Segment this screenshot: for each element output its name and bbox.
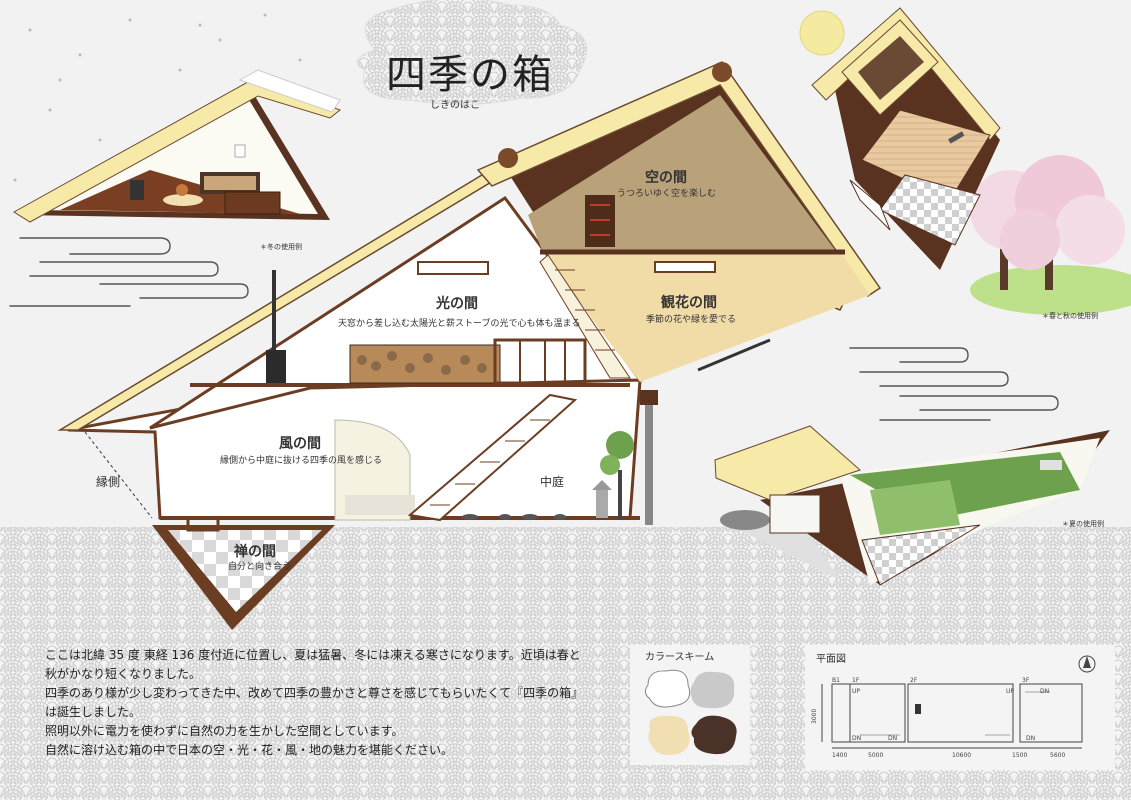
description-line: 照明以外に電力を使わずに自然の力を生かした空間としています。 — [45, 724, 404, 738]
plan-mark-5: DN — [1040, 688, 1049, 695]
spring-autumn-scene — [811, 7, 1131, 315]
plan-dim-5600: 5600 — [1050, 752, 1065, 759]
plan-level-3f: 3F — [1022, 677, 1030, 684]
plan-dim-side: 3000 — [811, 709, 818, 724]
light-room-name: 光の間 — [435, 295, 478, 312]
zen-room-desc: 自分と向き合う — [228, 560, 291, 572]
plan-level-2f: 2F — [910, 677, 918, 684]
description-line: 四季のあり様が少し変わってきた中、改めて四季の豊かさと尊さを感じてもらいたくて『… — [45, 686, 584, 700]
plan-level-b1: B1 — [832, 677, 840, 684]
description-line: 秋がかなり短くなりました。 — [45, 667, 202, 681]
north-arrow-icon — [1078, 655, 1096, 673]
plan-dim-10600: 10600 — [952, 752, 971, 759]
courtyard-label: 中庭 — [540, 474, 564, 489]
plan-mark-2: DN — [852, 735, 861, 742]
winter-caption: ＊冬の使用例 — [260, 242, 302, 251]
flower-room-name: 観花の間 — [661, 294, 717, 311]
plan-mark-3: DN — [888, 735, 897, 742]
title-badge — [356, 0, 588, 106]
swatch-brown — [691, 715, 737, 755]
floor-plan: 平面図 B1 1F 2F 3F 1400 5000 10600 1500 560… — [805, 645, 1115, 770]
plan-mark-6: DN — [1026, 735, 1035, 742]
plan-mark-4: UP — [1006, 688, 1014, 695]
plan-dim-5000: 5000 — [868, 752, 883, 759]
main-section — [57, 61, 882, 630]
sky-room-name: 空の間 — [645, 169, 687, 186]
summer-caption: ＊夏の使用例 — [1062, 519, 1104, 528]
color-scheme-label: カラースキーム — [645, 651, 714, 663]
summer-scene — [714, 425, 1110, 586]
light-room-desc: 天窓から差し込む太陽光と薪ストーブの光で心も体も温まる — [338, 317, 580, 329]
wind-room-name: 風の間 — [279, 436, 321, 452]
swatch-white — [644, 669, 691, 708]
spring-autumn-caption: ＊春と秋の使用例 — [1042, 311, 1098, 320]
wind-room-desc: 縁側から中庭に抜ける四季の風を感じる — [220, 454, 382, 466]
color-scheme: カラースキーム — [630, 645, 750, 765]
plan-dim-1500: 1500 — [1012, 752, 1027, 759]
cloud-lines-left — [9, 237, 249, 307]
description-line: は誕生しました。 — [45, 705, 142, 719]
engawa-label: 縁側 — [96, 474, 120, 489]
plan-dim-1400: 1400 — [832, 752, 847, 759]
subtitle: しきのはこ — [430, 99, 480, 111]
zen-room-name: 禅の間 — [233, 543, 276, 560]
swatch-gray — [690, 671, 735, 709]
winter-scene — [13, 13, 341, 223]
description-line: ここは北緯 35 度 東経 136 度付近に位置し、夏は猛暑、冬には凍える寒さに… — [45, 648, 581, 662]
cloud-lines-right — [849, 347, 1059, 421]
title: 四季の箱 — [386, 52, 554, 98]
plan-mark-1: UP — [852, 688, 860, 695]
swatch-cream — [648, 715, 690, 755]
sky-room-desc: うつろいゆく空を楽しむ — [617, 187, 716, 199]
description-line: 自然に溶け込む箱の中で日本の空・光・花・風・地の魅力を堪能ください。 — [45, 743, 454, 757]
flower-room-desc: 季節の花や緑を愛でる — [646, 313, 736, 325]
floor-plan-label: 平面図 — [816, 653, 846, 665]
plan-level-1f: 1F — [852, 677, 860, 684]
moon-icon — [799, 10, 845, 56]
description: ここは北緯 35 度 東経 136 度付近に位置し、夏は猛暑、冬には凍える寒さに… — [45, 646, 605, 760]
